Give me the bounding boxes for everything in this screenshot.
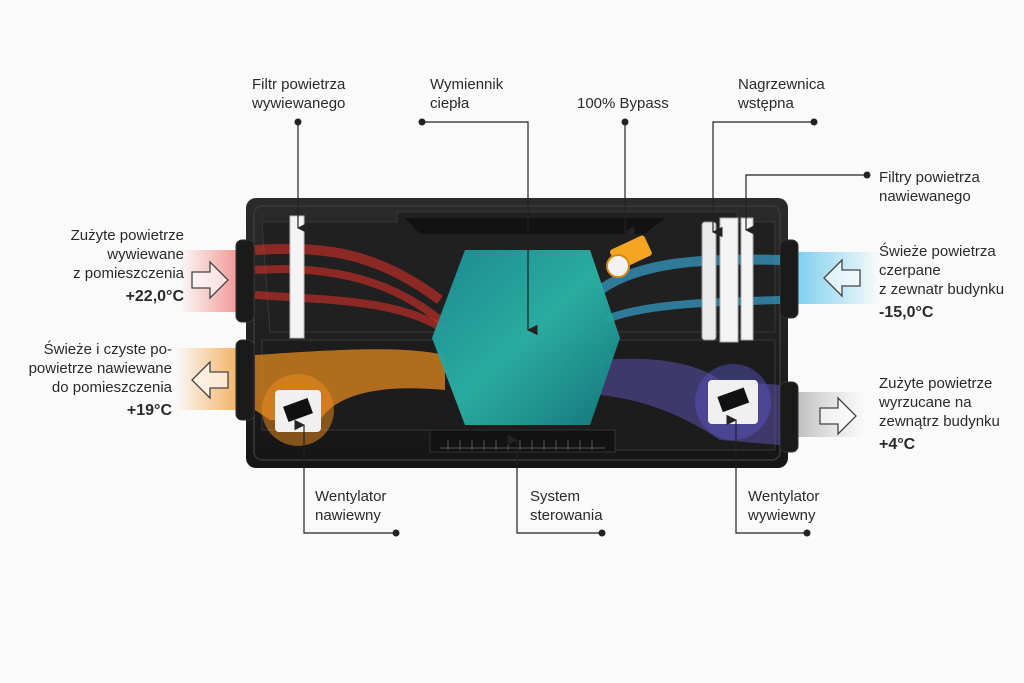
duct-collar-supply [235, 339, 255, 421]
duct-collar-exhaust [779, 381, 799, 453]
leader-preheater [711, 121, 814, 238]
label-line: do pomieszczenia [51, 379, 172, 396]
label-exhaust-fan: Wentylator wywiewny [748, 487, 819, 525]
leader-control-system [507, 434, 602, 534]
label-line: z pomieszczenia [73, 265, 184, 282]
label-line: z zewnatr budynku [879, 281, 1005, 298]
control-board [440, 440, 605, 450]
supply-fan [262, 374, 334, 446]
label-line: czerpane [879, 262, 941, 279]
leader-dot [863, 171, 871, 179]
label-line: System [530, 488, 581, 505]
label-control-system: System sterowania [530, 487, 603, 525]
label-line: Wentylator [748, 488, 820, 505]
label-bypass: 100% Bypass [577, 94, 669, 113]
arrow-left-icon [823, 258, 861, 298]
label-supply-filters: Filtry powietrza nawiewanego [879, 168, 980, 206]
temperature-exhaust: +4°C [879, 436, 916, 453]
leader-supply-filters [744, 174, 867, 236]
label-line: Zużyte powietrze [70, 227, 184, 244]
label-line: Wentylator [315, 488, 387, 505]
supply-filter-2 [740, 217, 754, 341]
leader-dot [621, 118, 629, 126]
temperature-extract: +22,0°C [125, 288, 184, 305]
label-supply-air: Świeże i czyste po- powietrze nawiewane … [29, 340, 172, 420]
label-line: sterowania [530, 507, 603, 524]
label-line: powietrze nawiewane [28, 360, 172, 377]
label-line: wywiewanego [252, 95, 346, 112]
label-line: wyrzucane na [879, 394, 972, 411]
arrow-right-icon [191, 260, 229, 300]
duct-collar-extract [235, 239, 255, 323]
leader-dot [294, 118, 302, 126]
label-line: nawiewny [315, 507, 381, 524]
leader-dot [418, 118, 426, 126]
arrow-right-icon [819, 396, 857, 436]
label-line: Wymiennik [430, 76, 504, 93]
leader-dot [810, 118, 818, 126]
label-line: zewnątrz budynku [879, 413, 1000, 430]
leader-dot [598, 529, 606, 537]
label-preheater: Nagrzewnica wstępna [738, 75, 825, 113]
label-line: 100% Bypass [577, 95, 669, 112]
label-line: ciepła [430, 95, 470, 112]
label-line: wstępna [738, 95, 794, 112]
heat-exchanger [432, 250, 620, 425]
label-extract-air: Zużyte powietrze wywiewane z pomieszczen… [71, 226, 184, 306]
label-line: Filtry powietrza [879, 169, 980, 186]
label-line: Zużyte powietrze [879, 375, 993, 392]
extract-flow [254, 243, 448, 334]
label-line: Nagrzewnica [738, 76, 825, 93]
label-exhaust-filter: Filtr powietrza wywiewanego [252, 75, 345, 113]
leader-heat-exchanger [422, 121, 538, 336]
leader-dot [392, 529, 400, 537]
label-line: wywiewane [107, 246, 184, 263]
arrow-left-icon [191, 360, 229, 400]
label-outdoor-air: Świeże powietrza czerpane z zewnatr budy… [879, 242, 1004, 322]
label-supply-fan: Wentylator nawiewny [315, 487, 386, 525]
leader-supply-fan [294, 419, 396, 534]
exhaust-filter [289, 215, 305, 339]
duct-collar-outdoor [779, 239, 799, 319]
label-heat-exchanger: Wymiennik ciepła [430, 75, 503, 113]
leader-dot [803, 529, 811, 537]
bypass-damper [606, 235, 652, 278]
label-line: wywiewny [748, 507, 816, 524]
supply-filter-1 [719, 217, 739, 343]
label-line: Świeże powietrza [879, 243, 996, 260]
label-exhaust-air: Zużyte powietrze wyrzucane na zewnątrz b… [879, 374, 1000, 454]
label-line: Filtr powietrza [252, 76, 346, 93]
preheater [701, 221, 717, 341]
label-line: nawiewanego [879, 188, 971, 205]
leader-exhaust-fan [726, 414, 807, 534]
label-line: Świeże i czyste po- [43, 341, 172, 358]
exhaust-fan [695, 364, 771, 440]
temperature-supply: +19°C [126, 402, 172, 419]
temperature-outdoor: -15,0°C [879, 304, 934, 321]
